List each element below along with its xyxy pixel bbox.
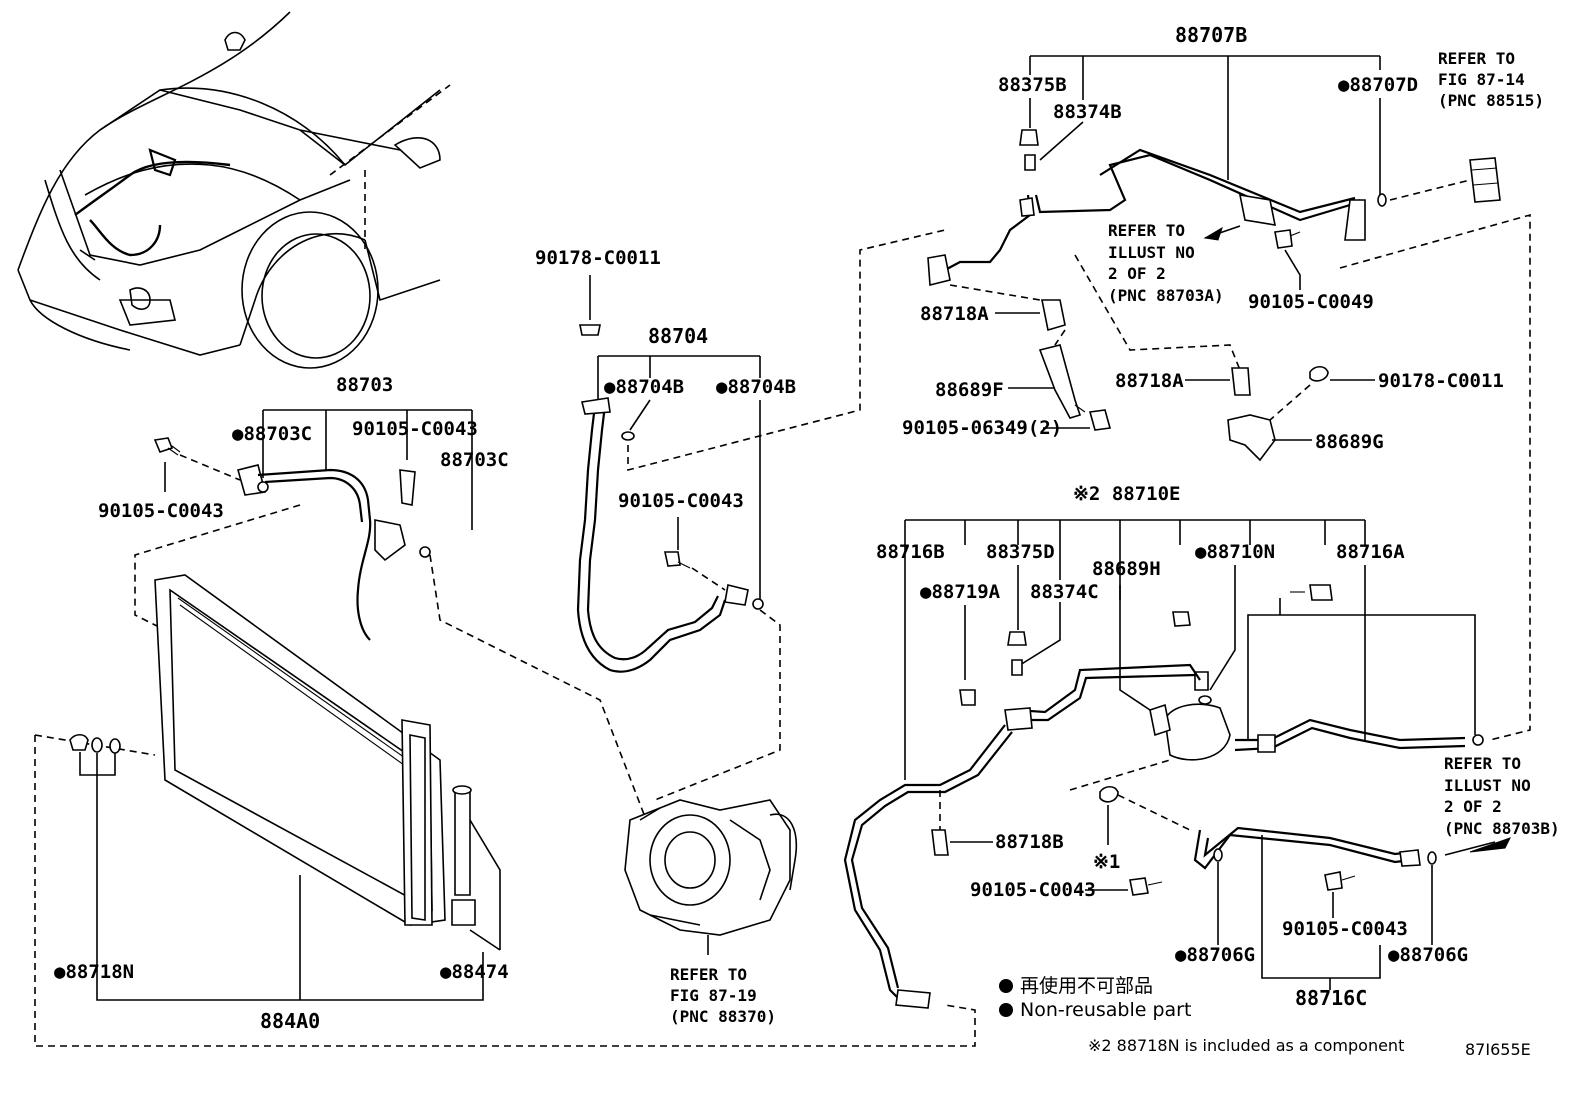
label-88703C-right: 88703C <box>440 449 509 471</box>
ref-illust2b-line3: 2 OF 2 <box>1444 797 1502 816</box>
label-90105-06349: 90105-06349(2) <box>902 417 1062 439</box>
label-88710E: ※2 88710E <box>1073 483 1180 505</box>
ref-illust2a-line3: 2 OF 2 <box>1108 264 1166 283</box>
ref-fig8714-line1: REFER TO <box>1438 49 1515 68</box>
illustration-code: 87I655E <box>1465 1040 1531 1059</box>
label-90105-C0043-c: 90105-C0043 <box>618 490 744 512</box>
label-88706G-left: ●88706G <box>1175 944 1255 966</box>
ref-fig8714-line2: FIG 87-14 <box>1438 70 1525 89</box>
legend-bullet-2 <box>999 1003 1013 1017</box>
ref-fig8714-line3: (PNC 88515) <box>1438 91 1544 110</box>
label-88474: ●88474 <box>440 961 509 983</box>
compressor: REFER TO FIG 87-19 (PNC 88370) <box>624 799 797 1026</box>
group-88703: 88703 ●88703C 90105-C0043 88703C 90105-C… <box>98 374 651 831</box>
label-88689G: 88689G <box>1315 431 1384 453</box>
label-90105-C0043-d: 90105-C0043 <box>970 879 1096 901</box>
label-88716C: 88716C <box>1295 986 1367 1010</box>
label-88718N: ●88718N <box>54 961 134 983</box>
label-88707D: ●88707D <box>1338 74 1418 96</box>
legend: 再使用不可部品 Non-reusable part ※2 88718N is i… <box>999 975 1531 1059</box>
group-88704: 90178-C0011 88704 ●88704B ●88704B 90105-… <box>535 229 946 801</box>
legend-line-1: 再使用不可部品 <box>1020 975 1153 997</box>
label-90178-C0011-b: 90178-C0011 <box>1378 370 1504 392</box>
label-x1: ※1 <box>1093 851 1120 873</box>
legend-bullet-1 <box>999 979 1013 993</box>
label-88706G-right: ●88706G <box>1388 944 1468 966</box>
vehicle-illustration <box>17 11 451 369</box>
label-88704B-right: ●88704B <box>716 376 796 398</box>
label-88703: 88703 <box>336 374 393 396</box>
label-88707B: 88707B <box>1175 23 1247 47</box>
label-88716A: 88716A <box>1336 541 1405 563</box>
legend-line-2: Non-reusable part <box>1020 999 1191 1021</box>
group-88718N: ●88718N ●88474 884A0 <box>34 733 976 1047</box>
ref-illust2a-line4: (PNC 88703A) <box>1108 286 1224 305</box>
label-88689F: 88689F <box>935 379 1004 401</box>
label-88718A-right: 88718A <box>1115 370 1184 392</box>
label-88689H: 88689H <box>1092 558 1161 580</box>
label-88718A-left: 88718A <box>920 303 989 325</box>
label-90105-C0043-a: 90105-C0043 <box>352 418 478 440</box>
condenser <box>34 574 501 951</box>
label-90105-C0049: 90105-C0049 <box>1248 291 1374 313</box>
label-88704: 88704 <box>648 324 708 348</box>
label-88710N: ●88710N <box>1195 541 1275 563</box>
label-88716B: 88716B <box>876 541 945 563</box>
ref-fig8719-line1: REFER TO <box>670 965 747 984</box>
label-88704B-left: ●88704B <box>604 376 684 398</box>
ref-illust2b-line4: (PNC 88703B) <box>1444 819 1560 838</box>
label-884A0: 884A0 <box>260 1009 320 1033</box>
label-90178-C0011-a: 90178-C0011 <box>535 247 661 269</box>
label-90105-C0043-b: 90105-C0043 <box>98 500 224 522</box>
group-88707B: 88707B 88375B 88374B ●88707D REFER TO FI… <box>902 23 1544 741</box>
ref-illust2b-line1: REFER TO <box>1444 754 1521 773</box>
label-88718B: 88718B <box>995 831 1064 853</box>
ref-illust2b-line2: ILLUST NO <box>1444 776 1531 795</box>
label-88719A: ●88719A <box>920 581 1001 603</box>
ref-illust2a-line2: ILLUST NO <box>1108 243 1195 262</box>
label-88375D: 88375D <box>986 541 1055 563</box>
legend-note: ※2 88718N is included as a component <box>1088 1036 1404 1055</box>
label-90105-C0043-e: 90105-C0043 <box>1282 918 1408 940</box>
label-88703C-left: ●88703C <box>232 423 312 445</box>
ref-fig8719-line3: (PNC 88370) <box>670 1007 776 1026</box>
ref-fig8719-line2: FIG 87-19 <box>670 986 757 1005</box>
label-88374C: 88374C <box>1030 581 1099 603</box>
label-88374B: 88374B <box>1053 101 1122 123</box>
group-88710E: ※2 88710E 88716B 88375D 88689H ●88710N 8… <box>843 483 1560 1010</box>
label-88375B: 88375B <box>998 74 1067 96</box>
ref-illust2a-line1: REFER TO <box>1108 221 1185 240</box>
